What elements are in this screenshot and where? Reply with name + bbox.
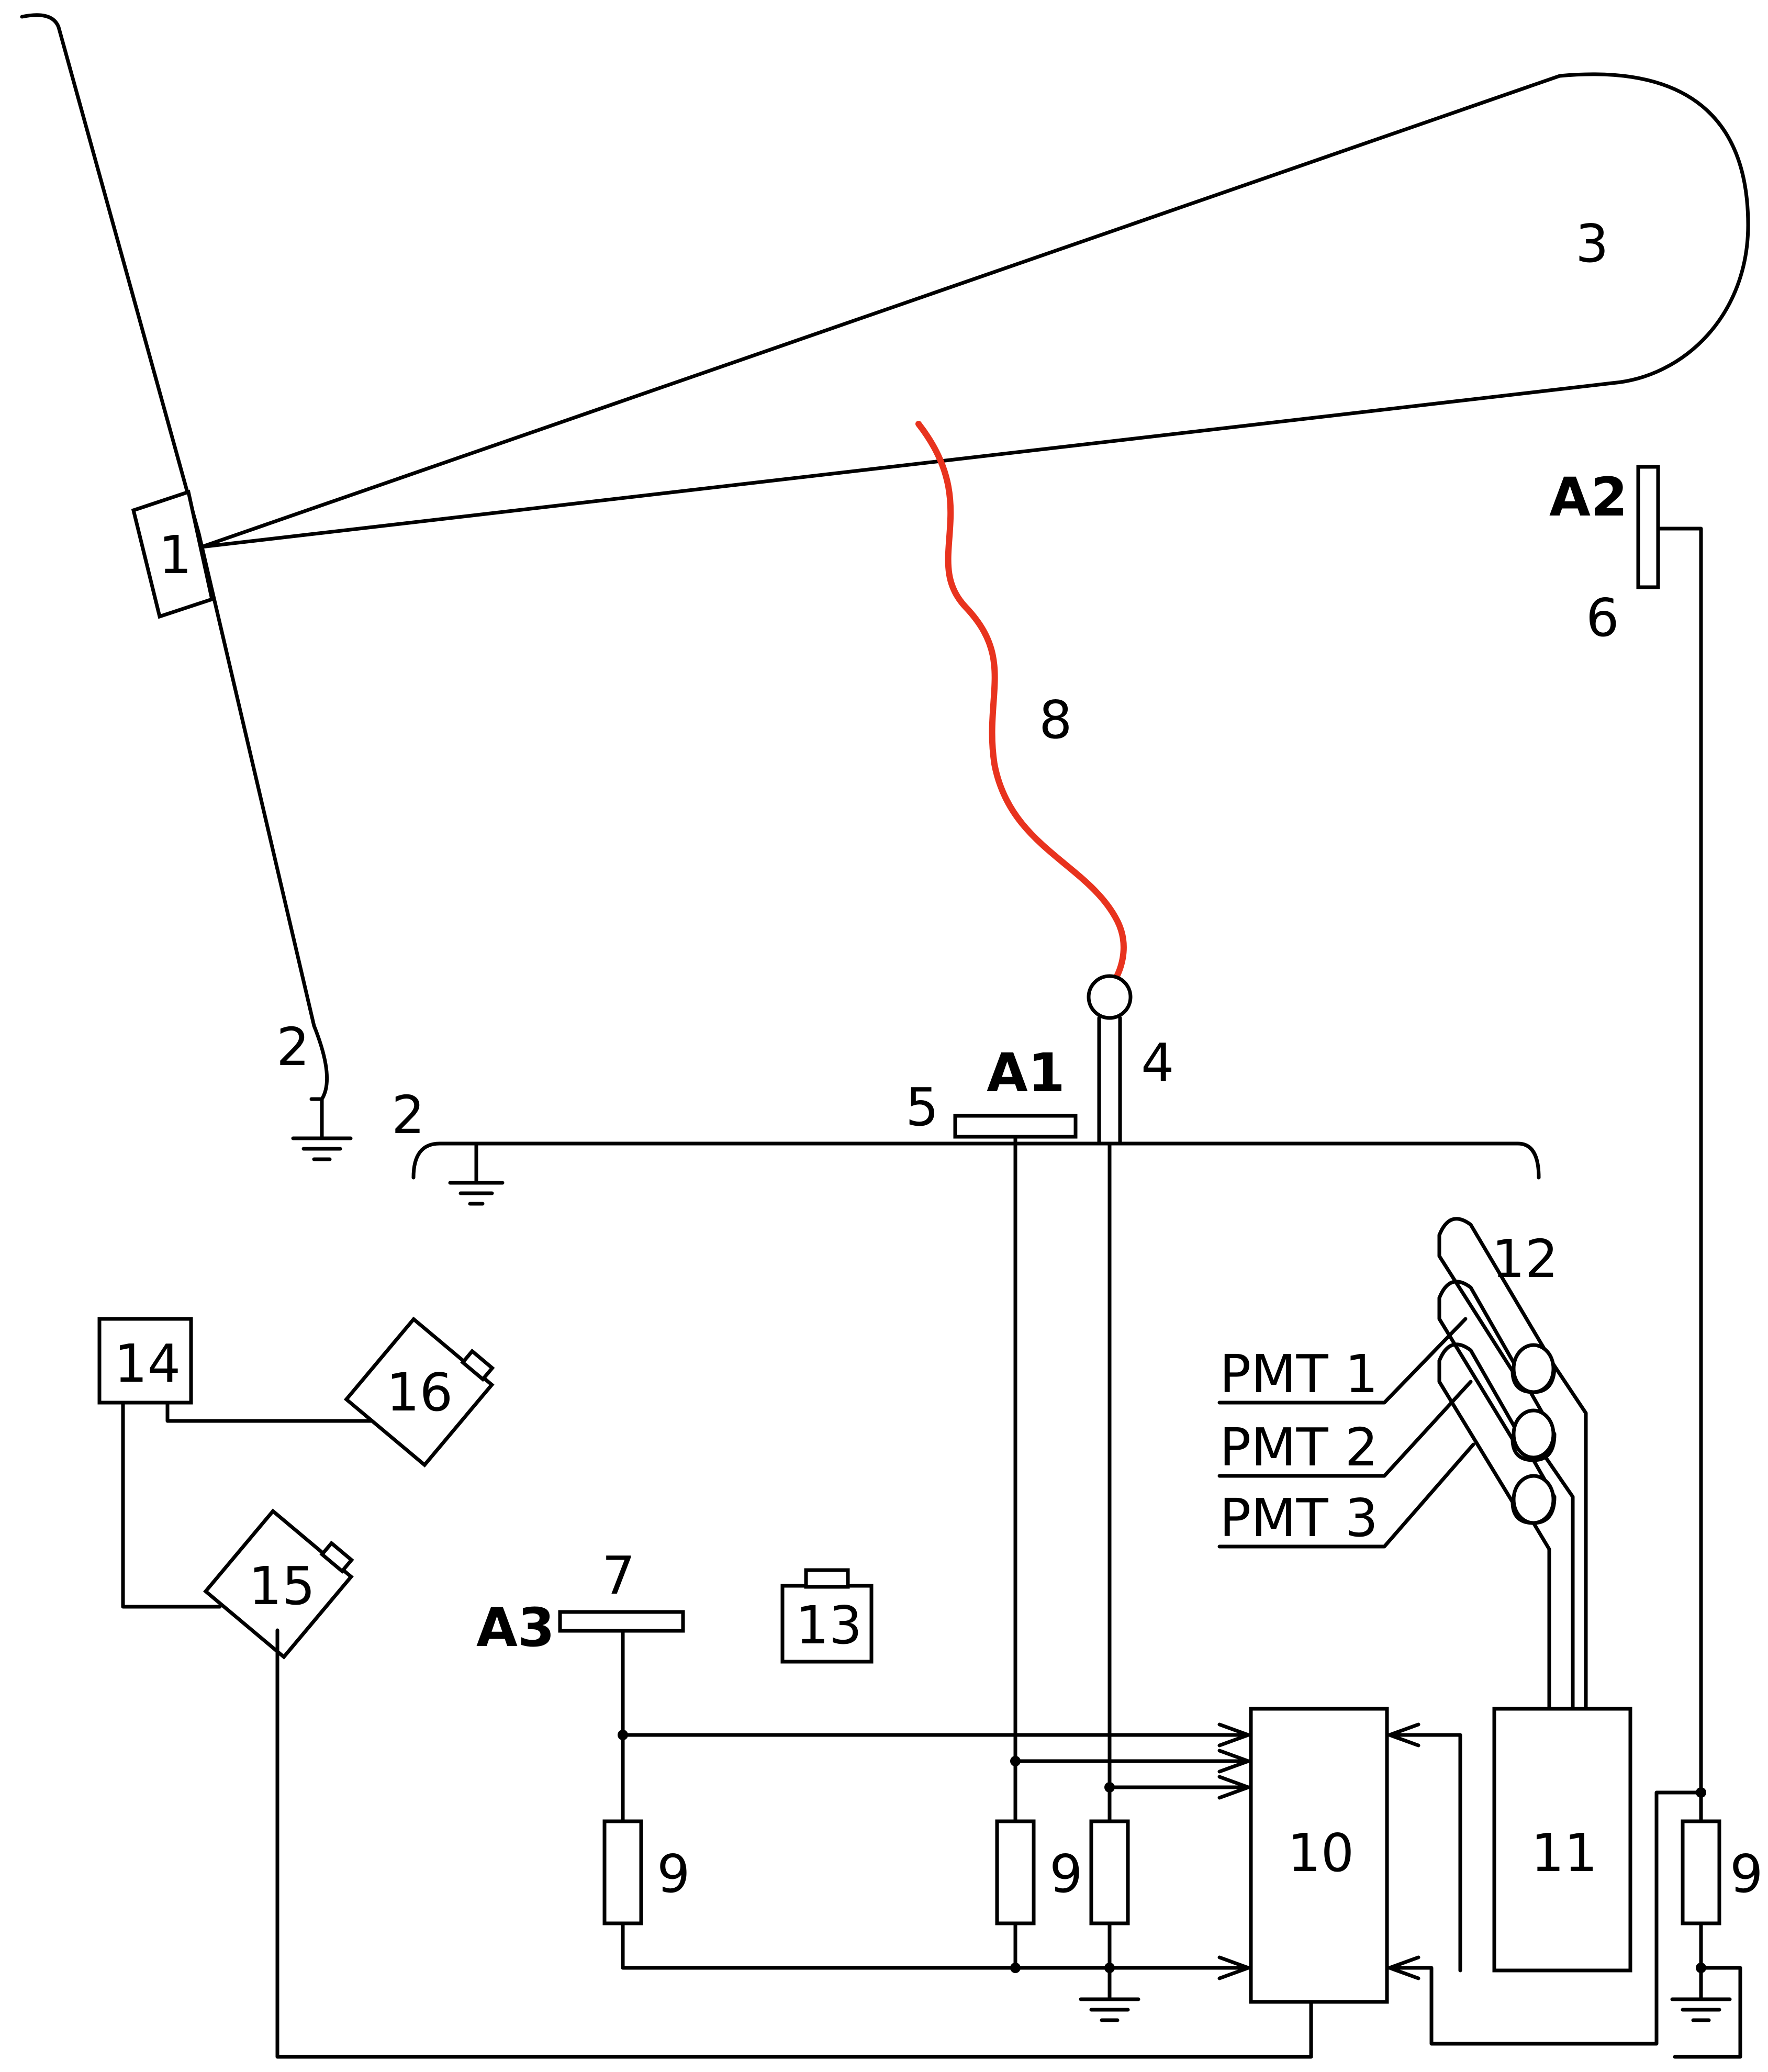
label-10: 10 [1288,1822,1354,1884]
label-7: 7 [602,1545,635,1606]
camera-15: 15 [203,1508,354,1660]
rod-ground-symbol [1079,1997,1140,2022]
label-12: 12 [1492,1228,1558,1290]
unit-11: 11 [1492,1707,1632,1973]
strike-rod: 4 [1087,974,1174,1146]
label-pmt1: PMT 1 [1219,1343,1378,1405]
tower-ground-symbol: 2 [276,1016,353,1161]
label-a2: A2 [1549,466,1628,529]
label-14: 14 [114,1333,181,1394]
unit-14: 14 [97,1317,387,1609]
label-11: 11 [1531,1822,1597,1884]
pmt-labels: PMT 1 PMT 2 PMT 3 [1217,1317,1475,1549]
label-a1: A1 [987,1042,1065,1104]
unit-11-to-unit-10 [1387,1722,1462,1973]
pmt-tubes: 12 [1437,1217,1588,1711]
label-13: 13 [796,1595,862,1656]
label-a3: A3 [476,1597,555,1659]
label-8: 8 [1039,689,1072,751]
camera-16: 16 [343,1316,495,1468]
unit-10: 10 [1249,1707,1389,2004]
a2-ground-symbol [1670,1997,1732,2022]
camera-13: 13 [780,1568,874,1664]
label-5: 5 [905,1077,939,1138]
label-15: 15 [249,1555,315,1617]
label-4: 4 [1141,1032,1174,1093]
ground-plane: 2 [391,1084,1541,1180]
label-9-a3: 9 [657,1843,690,1905]
ground-plane-ground-symbol [448,1141,505,1206]
camera-15-to-unit-10-cable [275,1628,1313,2059]
label-pmt2: PMT 2 [1219,1417,1378,1478]
label-pmt3: PMT 3 [1219,1487,1378,1549]
lightning-channel: 8 [915,421,1127,987]
label-1: 1 [159,524,192,586]
a2-signal-path: 9 [1387,1787,1763,2059]
antenna-a2: A2 6 [1549,465,1703,1795]
rod-signal-path [1089,1141,1250,2001]
label-9-a2: 9 [1730,1843,1763,1905]
label-9-a1: 9 [1049,1843,1083,1905]
label-2-plane: 2 [391,1084,425,1146]
cloud-cone: 3 [199,72,1750,549]
label-16: 16 [386,1362,453,1423]
a3-signal-path: 9 [602,1629,1250,1980]
tower-head-box: 1 [131,489,215,619]
label-2-tower: 2 [276,1016,310,1078]
a1-signal-path: 9 [995,1135,1250,1973]
tower-pole [20,13,329,1101]
antenna-a3: A3 7 [476,1545,685,1659]
antenna-a1: 5 A1 [905,1042,1078,1139]
label-6: 6 [1586,587,1619,648]
label-3: 3 [1575,213,1609,274]
